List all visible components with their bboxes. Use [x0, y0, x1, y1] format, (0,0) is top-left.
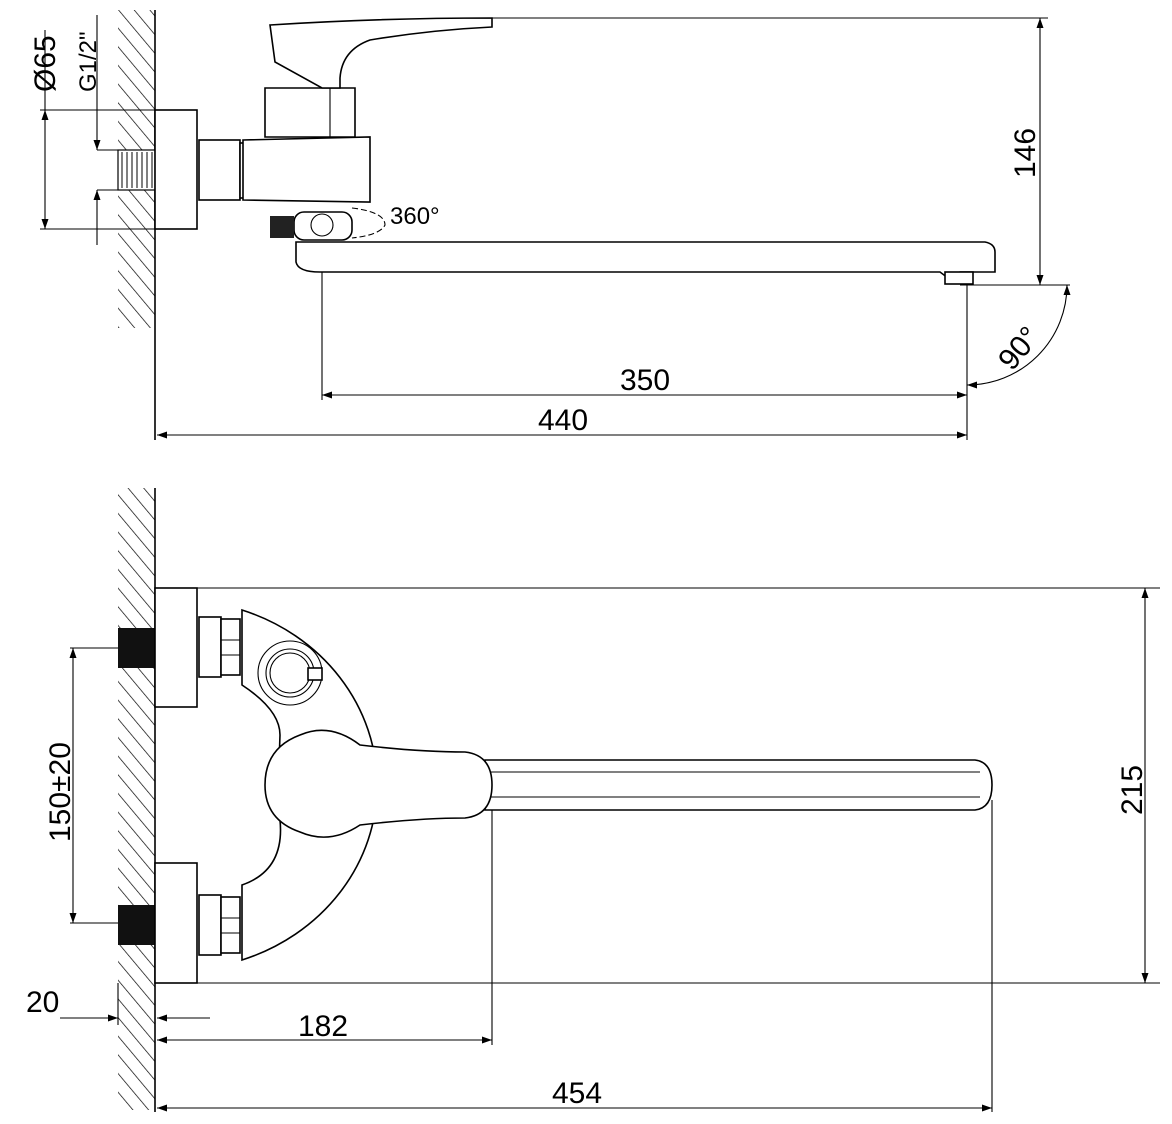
wall-hatch [118, 488, 155, 1110]
spout [484, 759, 993, 811]
diameter-label: Ø65 [29, 35, 62, 92]
thread-label: G1/2" [75, 31, 102, 92]
swivel-angle-label: 90° [992, 321, 1046, 377]
wall-flange [154, 109, 198, 230]
swivel-angle-arc [966, 284, 1071, 389]
lever-handle [264, 729, 493, 838]
lever-handle [269, 17, 493, 89]
handle-reach-label: 182 [298, 1010, 348, 1043]
inlet-spacing-label: 150±20 [44, 742, 77, 842]
rotation-label: 360° [390, 203, 440, 230]
height-label: 146 [1009, 128, 1042, 178]
height-label: 215 [1116, 765, 1149, 815]
diverter-thread [270, 216, 294, 238]
inlet-thread-top [118, 628, 155, 668]
front-view: 150±20 215 20 182 454 [26, 488, 1160, 1112]
inlet-thread-bottom [118, 905, 155, 945]
flange-top [154, 587, 198, 708]
spout-length-label: 350 [620, 364, 670, 397]
eccentric-nipple [198, 139, 241, 201]
flange-bottom [154, 862, 198, 984]
cartridge-housing [264, 87, 356, 138]
aerator [944, 271, 974, 285]
total-length-label: 454 [552, 1077, 602, 1110]
total-length-label: 440 [538, 404, 588, 437]
mixer-body [242, 136, 371, 203]
wall-offset-label: 20 [26, 986, 59, 1019]
top-view: 360° Ø65 G1/2" 146 350 440 90° [29, 10, 1071, 440]
spout [295, 241, 996, 279]
